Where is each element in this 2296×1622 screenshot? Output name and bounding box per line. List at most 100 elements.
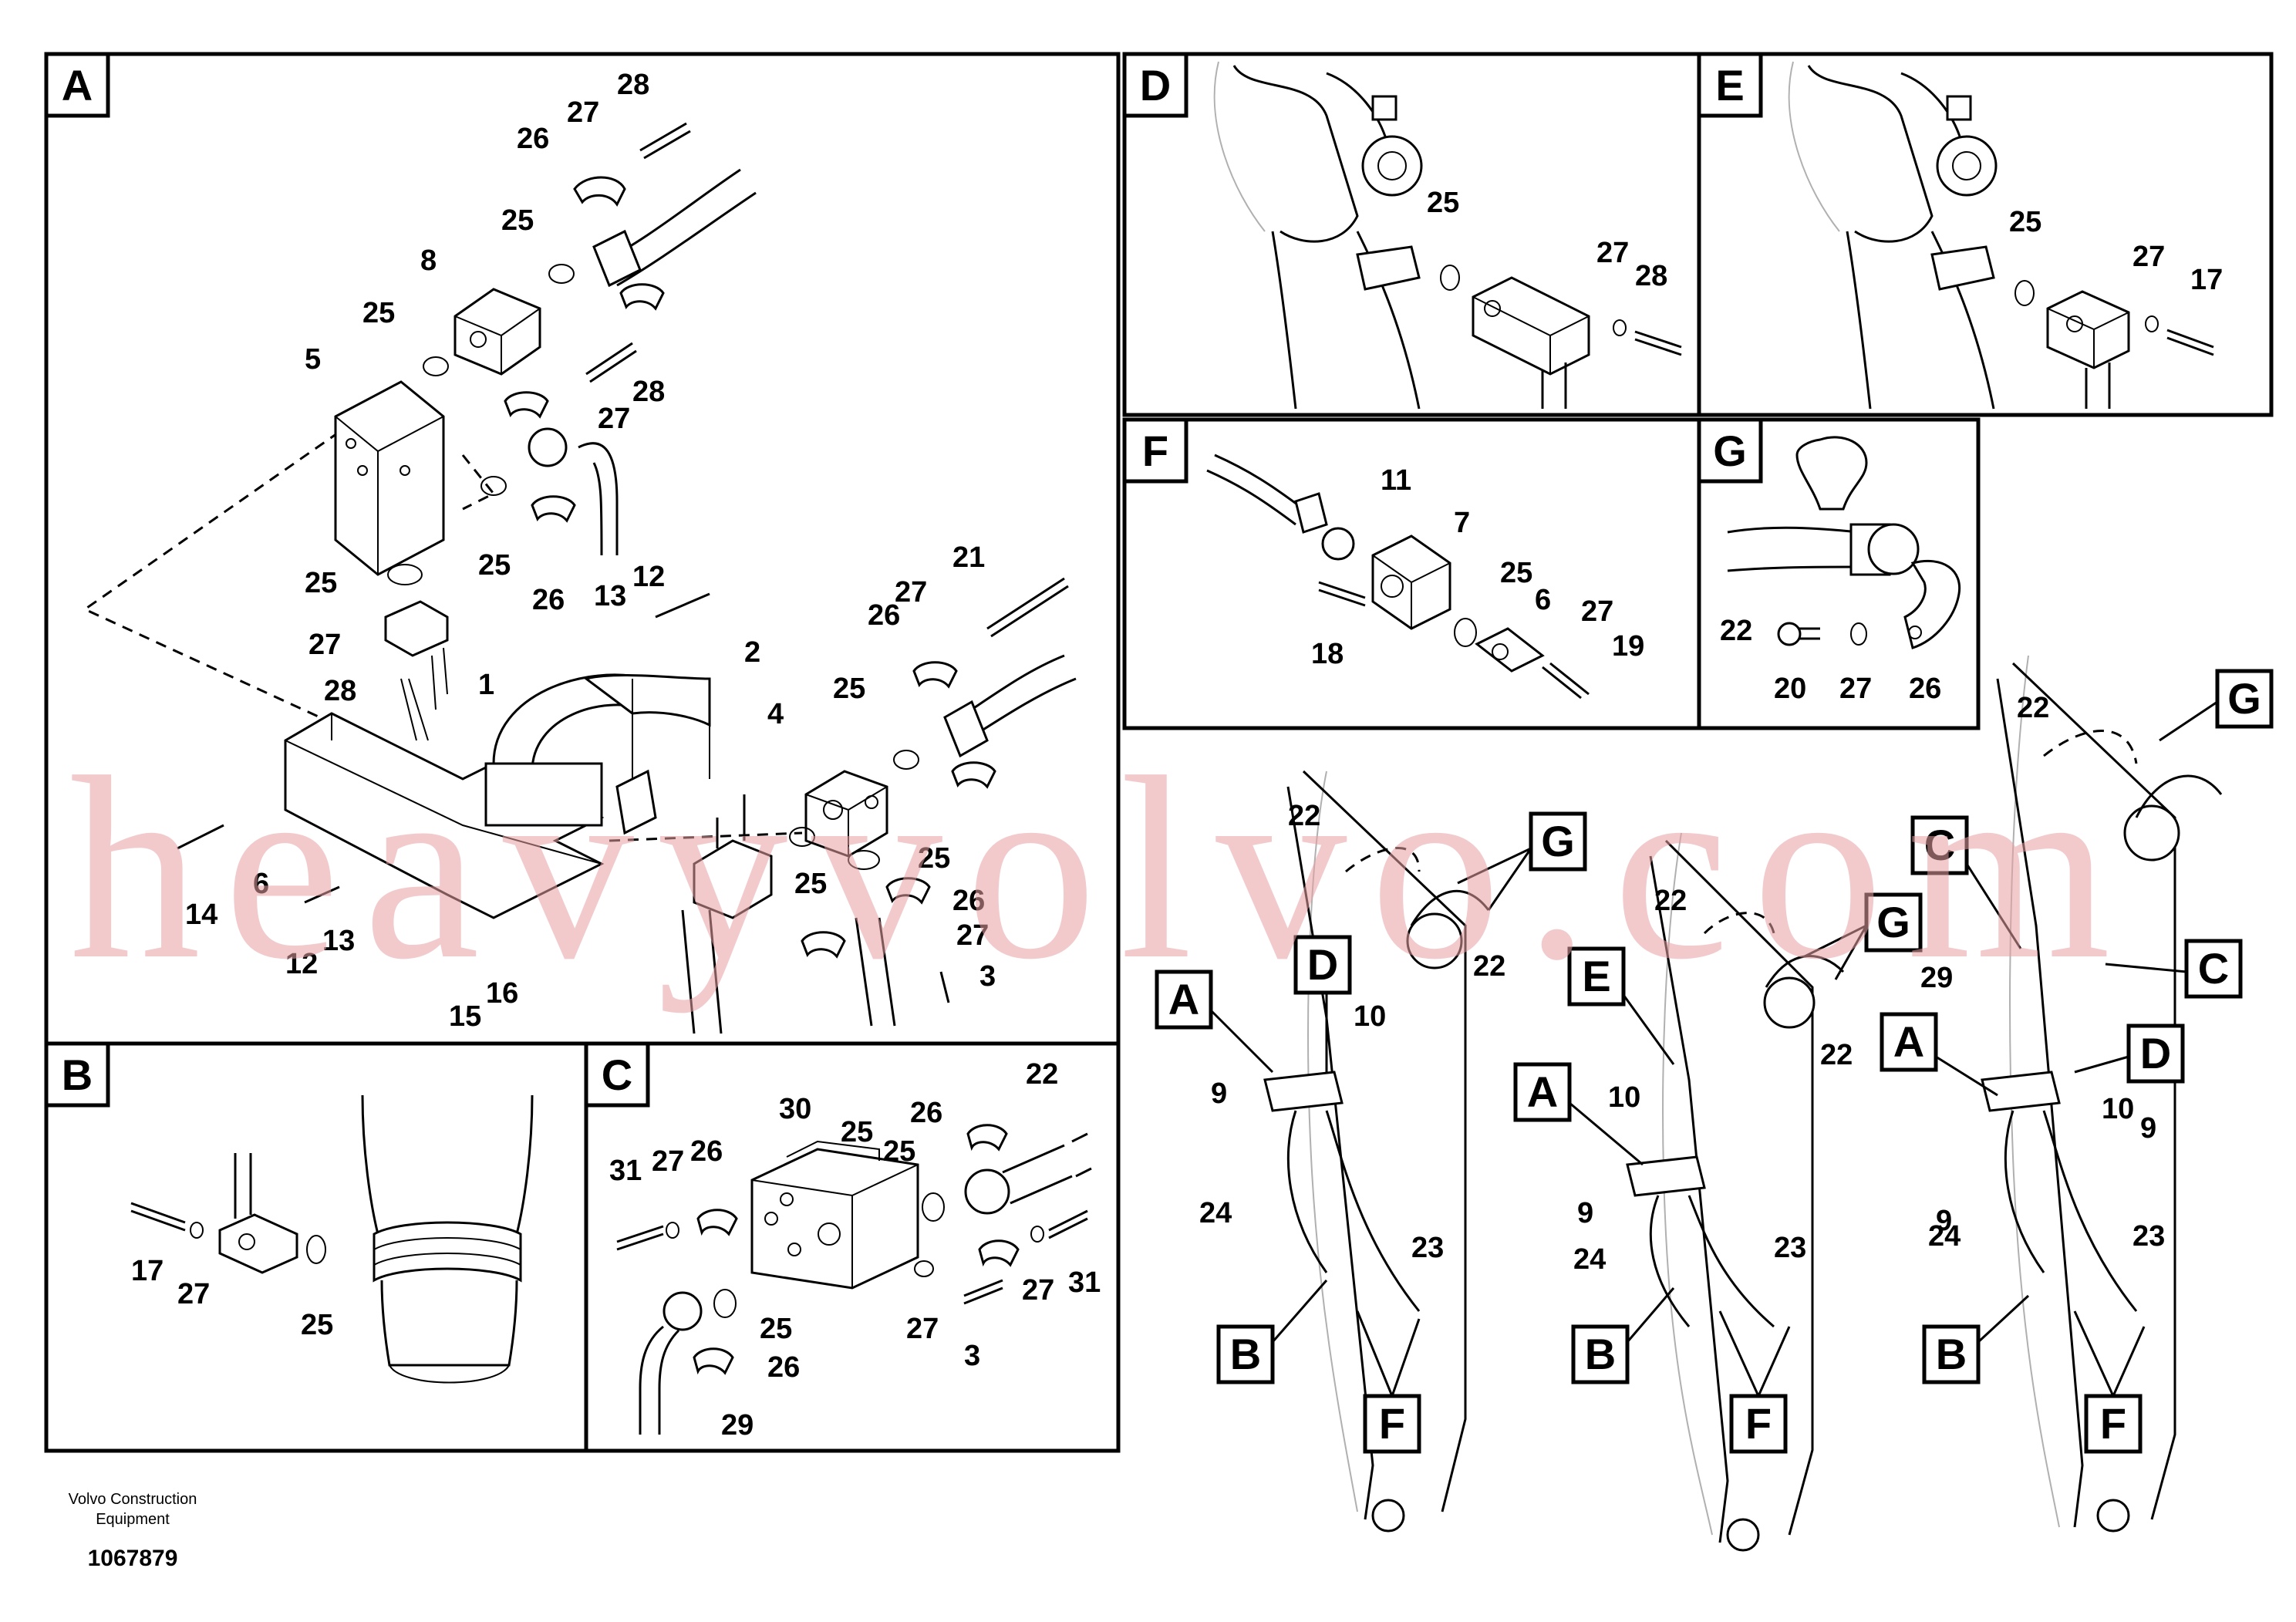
svg-text:22: 22 (1820, 1039, 1853, 1071)
svg-text:A: A (1168, 975, 1199, 1023)
overview-nine-extra: 9 (2140, 1112, 2156, 1145)
svg-text:22: 22 (2017, 692, 2049, 724)
svg-text:23: 23 (1774, 1232, 1806, 1264)
svg-text:25: 25 (883, 1135, 915, 1168)
tag-f-1: F (1363, 1394, 1421, 1454)
svg-text:25: 25 (760, 1313, 792, 1345)
doc-number: 1067879 (88, 1546, 178, 1571)
svg-text:B: B (1230, 1330, 1261, 1378)
svg-text:10: 10 (2102, 1093, 2134, 1125)
svg-text:B: B (1936, 1330, 1967, 1378)
svg-text:22: 22 (1720, 615, 1752, 647)
svg-text:25: 25 (833, 673, 865, 705)
tag-f-2: F (1729, 1394, 1788, 1454)
svg-text:12: 12 (285, 948, 318, 980)
callouts-panel-e: 25 27 17 (2009, 206, 2223, 296)
svg-text:25: 25 (1427, 187, 1459, 219)
svg-text:3: 3 (964, 1340, 980, 1372)
overview-leaders (1209, 700, 2218, 1397)
svg-text:31: 31 (609, 1155, 642, 1187)
svg-text:27: 27 (308, 629, 341, 661)
panel-f-label: F (1122, 417, 1188, 484)
callouts-panel-g: 22 20 27 26 (1720, 615, 1941, 705)
panel-c-label: C (584, 1041, 650, 1108)
tag-a-2: A (1513, 1062, 1572, 1122)
panel-b-label: B (44, 1041, 110, 1108)
tag-e-2: E (1567, 946, 1626, 1007)
company-name-line2: Equipment (96, 1511, 170, 1528)
panel-d-label: D (1122, 52, 1188, 118)
svg-text:B: B (1585, 1330, 1616, 1378)
svg-text:A: A (62, 61, 93, 110)
svg-text:27: 27 (177, 1278, 210, 1310)
svg-text:22: 22 (1026, 1058, 1058, 1091)
svg-text:E: E (1715, 61, 1744, 110)
panel-a-label: A (44, 52, 110, 118)
svg-text:24: 24 (1928, 1220, 1961, 1253)
svg-text:4: 4 (767, 698, 784, 730)
svg-text:G: G (2227, 674, 2261, 723)
svg-text:28: 28 (632, 376, 665, 408)
svg-text:29: 29 (721, 1409, 754, 1442)
svg-text:26: 26 (690, 1135, 723, 1168)
svg-text:11: 11 (1381, 464, 1411, 497)
svg-text:C: C (602, 1050, 632, 1099)
svg-text:C: C (1924, 821, 1955, 869)
svg-text:G: G (1876, 898, 1910, 946)
tag-c-3b: C (2184, 939, 2243, 999)
svg-text:25: 25 (794, 868, 827, 900)
svg-text:26: 26 (868, 599, 900, 632)
svg-text:F: F (1142, 427, 1168, 475)
tag-d-1: D (1293, 935, 1352, 995)
svg-text:19: 19 (1612, 630, 1644, 663)
svg-text:B: B (62, 1050, 93, 1099)
svg-text:9: 9 (1936, 1205, 1952, 1237)
svg-text:14: 14 (185, 899, 217, 931)
svg-text:20: 20 (1774, 673, 1806, 705)
svg-text:29: 29 (1920, 962, 1953, 994)
svg-text:10: 10 (1608, 1081, 1640, 1114)
callouts-panel-c: 30 22 26 31 27 26 25 25 25 27 31 27 26 3… (609, 1058, 1101, 1442)
svg-text:25: 25 (2009, 206, 2041, 238)
svg-text:D: D (1140, 61, 1171, 110)
svg-text:F: F (2100, 1399, 2126, 1448)
svg-text:13: 13 (594, 580, 626, 612)
svg-text:8: 8 (420, 244, 437, 277)
overview-boom-1 (1263, 770, 1490, 1533)
tag-g-3: G (2215, 669, 2274, 729)
svg-text:25: 25 (841, 1116, 873, 1148)
svg-text:25: 25 (362, 297, 395, 329)
svg-text:22: 22 (1473, 950, 1505, 983)
panel-e-frame (1697, 52, 2274, 417)
svg-text:17: 17 (2190, 264, 2223, 296)
svg-text:27: 27 (2132, 241, 2165, 273)
svg-text:26: 26 (952, 885, 985, 917)
panel-f-drawing (1206, 454, 1590, 700)
svg-text:D: D (1307, 940, 1338, 989)
svg-text:24: 24 (1573, 1243, 1606, 1276)
tag-c-3a: C (1910, 815, 1969, 875)
svg-text:9: 9 (2140, 1112, 2156, 1145)
svg-text:D: D (2140, 1029, 2171, 1077)
svg-text:15: 15 (449, 1000, 481, 1033)
tag-a-3: A (1880, 1012, 1938, 1072)
callouts-panel-f: 11 7 25 6 27 18 19 (1311, 464, 1644, 670)
callouts-overview: 22 22 22 22 22 10 10 10 9 9 9 24 24 24 2… (1199, 692, 2165, 1276)
svg-text:26: 26 (910, 1097, 942, 1129)
svg-text:10: 10 (1354, 1000, 1386, 1033)
tag-g-1: G (1529, 811, 1587, 872)
svg-text:27: 27 (598, 403, 630, 435)
svg-text:25: 25 (918, 842, 950, 875)
overview-boom-3 (1981, 655, 2223, 1533)
svg-text:27: 27 (1022, 1274, 1054, 1307)
svg-text:12: 12 (632, 561, 665, 593)
svg-text:27: 27 (956, 919, 989, 952)
svg-text:25: 25 (301, 1309, 333, 1341)
panel-c-drawing (616, 1124, 1092, 1435)
svg-text:25: 25 (1500, 557, 1532, 589)
svg-text:27: 27 (652, 1145, 684, 1178)
panel-c-frame (584, 1041, 1121, 1453)
svg-text:30: 30 (779, 1093, 811, 1125)
